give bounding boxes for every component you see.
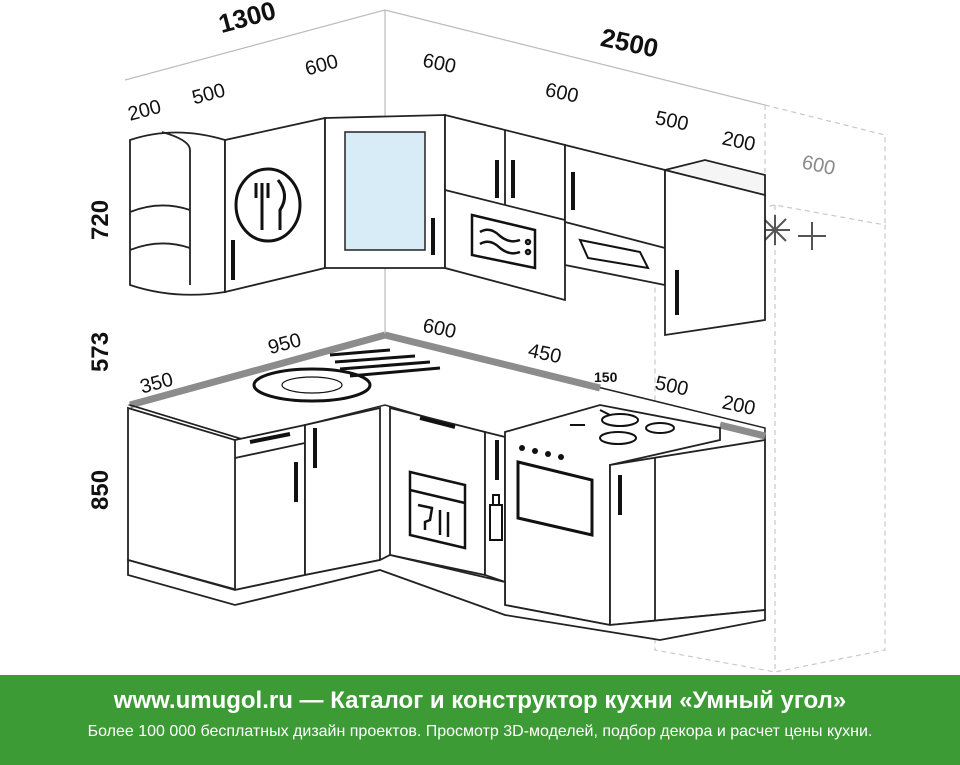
upper-cabinet-plate bbox=[224, 116, 326, 294]
kitchen-drawing: 1300 200 500 600 600 2500 600 500 200 60… bbox=[87, 0, 886, 673]
dim-top-back-200: 200 bbox=[720, 127, 757, 155]
dim-top-back-600-a: 600 bbox=[421, 50, 458, 78]
dim-fridge-600: 600 bbox=[800, 151, 837, 179]
bottle-icon bbox=[489, 494, 503, 541]
sink-icon bbox=[252, 367, 372, 403]
kitchen-diagram: 1300 200 500 600 600 2500 600 500 200 60… bbox=[87, 0, 886, 673]
stove-knobs bbox=[519, 445, 564, 460]
dim-height-upper: 720 bbox=[87, 200, 114, 240]
banner-title[interactable]: www.umugol.ru — Каталог и конструктор ку… bbox=[113, 687, 847, 714]
dim-counter-500: 500 bbox=[653, 372, 690, 400]
dim-counter-450: 450 bbox=[526, 340, 563, 368]
oven-door bbox=[516, 460, 594, 537]
dim-counter-150: 150 bbox=[594, 369, 618, 385]
upper-handles bbox=[231, 160, 679, 315]
footer-banner: www.umugol.ru — Каталог и конструктор ку… bbox=[0, 675, 960, 765]
dim-top-left-total: 1300 bbox=[215, 0, 279, 39]
dim-top-back-600-b: 600 bbox=[543, 79, 580, 107]
upper-cabinets bbox=[129, 113, 766, 337]
dishwasher-icon bbox=[408, 470, 467, 550]
microwave-icon bbox=[470, 213, 537, 270]
hood-icon bbox=[578, 238, 650, 270]
dim-height-gap: 573 bbox=[87, 332, 114, 372]
dim-top-left-600: 600 bbox=[303, 51, 341, 81]
dim-top-left-500: 500 bbox=[190, 79, 228, 109]
dim-counter-200: 200 bbox=[720, 391, 757, 419]
upper-cabinet-end bbox=[664, 168, 766, 337]
open-shelf-left bbox=[129, 131, 226, 296]
dim-top-left-200: 200 bbox=[126, 96, 164, 126]
stove-burners bbox=[570, 409, 675, 445]
lower-cabinet-dishwasher bbox=[389, 406, 486, 577]
dim-top-back-500: 500 bbox=[653, 107, 690, 135]
drainer-lines bbox=[329, 348, 441, 378]
dim-height-lower: 850 bbox=[87, 470, 114, 510]
dim-top-back-total: 2500 bbox=[598, 22, 661, 63]
dim-counter-950: 950 bbox=[266, 329, 304, 359]
lower-cabinets bbox=[127, 404, 766, 641]
cutlery-icon bbox=[234, 167, 302, 243]
banner-subtitle: Более 100 000 бесплатных дизайн проектов… bbox=[87, 723, 873, 740]
lower-handles bbox=[249, 416, 622, 515]
upper-cabinet-hood bbox=[564, 143, 666, 287]
dim-counter-600: 600 bbox=[421, 315, 458, 343]
